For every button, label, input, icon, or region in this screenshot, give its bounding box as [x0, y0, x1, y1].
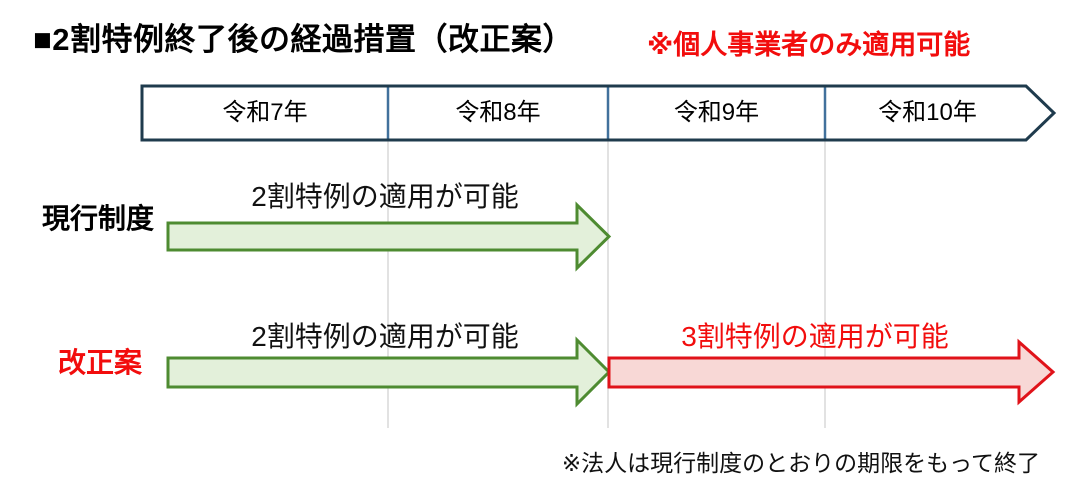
amendment-green-arrow [166, 336, 612, 408]
amendment-red-arrow [607, 338, 1056, 406]
current-system-green-arrow [166, 201, 612, 272]
title-note-red: ※個人事業者のみ適用可能 [647, 30, 971, 60]
current-system-arrow-caption: 2割特例の適用が可能 [251, 181, 519, 212]
amendment-green-arrow-caption: 2割特例の適用が可能 [251, 321, 519, 352]
timeline-year-reiwa10: 令和10年 [878, 99, 977, 126]
timeline-year-reiwa9: 令和9年 [673, 99, 760, 126]
timeline-year-reiwa7: 令和7年 [222, 99, 308, 126]
footnote: ※法人は現行制度のとおりの期限をもって終了 [561, 450, 1040, 476]
timeline-year-reiwa8: 令和8年 [455, 99, 541, 126]
amendment-red-arrow-caption: 3割特例の適用が可能 [681, 321, 949, 352]
page-title: ■2割特例終了後の経過措置（改正案） [33, 22, 574, 57]
row-label-current-system: 現行制度 [42, 203, 155, 234]
row-label-amendment: 改正案 [58, 347, 143, 378]
